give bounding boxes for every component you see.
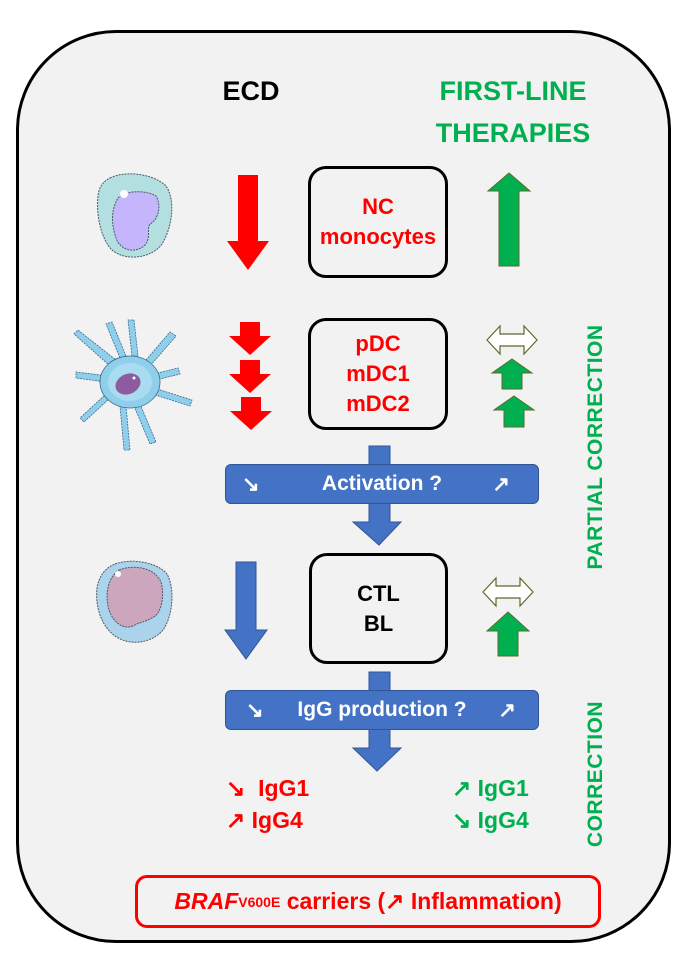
box-nc-monocytes: NC monocytes	[308, 166, 448, 278]
therapy-unchanged-arrow-pdc	[486, 324, 538, 356]
igg-production-bar: ↘ IgG production ? ↗	[225, 690, 539, 730]
activation-bar: ↘ Activation ? ↗	[225, 464, 539, 504]
box-line: pDC	[355, 331, 401, 356]
box-line: mDC2	[346, 391, 410, 416]
braf-carriers-text: carriers (↗ Inflammation)	[280, 888, 562, 914]
correction-label: CORRECTION	[584, 700, 607, 848]
increase-symbol: ↗	[226, 807, 246, 833]
ecd-igg1: ↘ IgG1	[226, 772, 309, 804]
header-therapies: THERAPIES	[435, 118, 591, 148]
monocyte-icon	[97, 173, 173, 258]
therapy-igg1: ↗ IgG1	[452, 772, 529, 804]
therapy-igg4: ↘ IgG4	[452, 804, 529, 836]
therapy-unchanged-arrow-ctl	[482, 576, 534, 608]
braf-gene: BRAF	[174, 888, 239, 914]
ecd-down-arrow-mdc2	[230, 397, 272, 430]
box-ctl-bl: CTL BL	[309, 553, 448, 664]
dendritic-cell-icon	[73, 319, 193, 451]
igg1-label: IgG1	[258, 775, 310, 801]
header-first-line: FIRST-LINE	[439, 76, 587, 106]
ecd-down-arrow-lymphocytes	[224, 561, 268, 660]
box-line: mDC1	[346, 361, 410, 386]
box-line: BL	[363, 610, 394, 636]
igg4-label: IgG4	[251, 807, 303, 833]
decrease-symbol: ↘	[242, 472, 260, 496]
igg1-label: IgG1	[477, 775, 529, 801]
increase-symbol: ↗	[498, 698, 516, 722]
igg4-label: IgG4	[477, 807, 529, 833]
activation-label: Activation ?	[321, 472, 443, 495]
igg-production-label: IgG production ?	[297, 698, 467, 721]
box-line: NC	[362, 194, 394, 219]
ecd-down-arrow-pdc	[229, 322, 271, 355]
therapy-up-arrow	[486, 172, 532, 267]
decrease-symbol: ↘	[226, 775, 246, 801]
therapy-up-arrow-mdc1	[490, 358, 534, 390]
box-dendritic-cells: pDC mDC1 mDC2	[308, 318, 448, 430]
ecd-down-arrow	[227, 175, 269, 270]
decrease-symbol: ↘	[246, 698, 264, 722]
box-line: monocytes	[319, 224, 437, 249]
ecd-down-arrow-mdc1	[229, 360, 271, 393]
therapy-up-arrow-bl	[485, 611, 531, 657]
lymphocyte-icon	[96, 560, 173, 643]
increase-symbol: ↗	[452, 775, 472, 801]
ecd-igg4: ↗ IgG4	[226, 804, 303, 836]
header-ecd: ECD	[222, 76, 280, 106]
increase-symbol: ↗	[492, 472, 510, 496]
decrease-symbol: ↘	[452, 807, 472, 833]
partial-correction-label: PARTIAL CORRECTION	[584, 324, 607, 570]
therapy-up-arrow-mdc2	[492, 395, 536, 428]
braf-mutation: V600E	[238, 893, 281, 910]
box-line: CTL	[357, 580, 400, 606]
